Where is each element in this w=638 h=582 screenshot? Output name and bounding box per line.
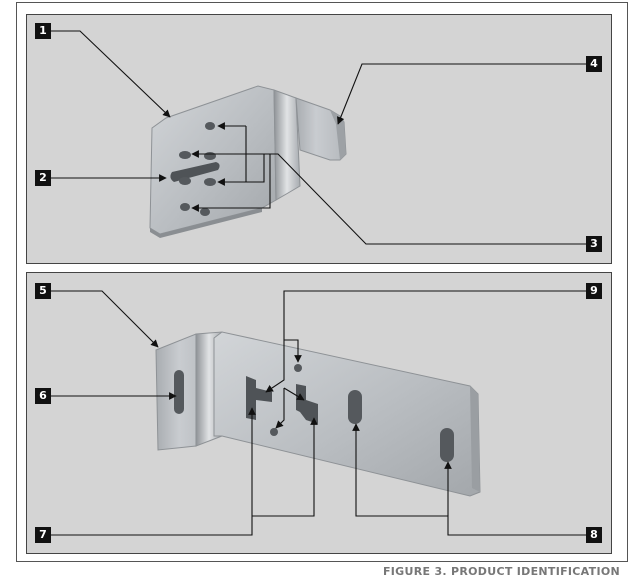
callout-4: 4 — [586, 56, 602, 72]
callout-2: 2 — [35, 170, 51, 186]
leader-1 — [48, 30, 171, 118]
leader-5 — [48, 290, 159, 348]
figure-caption: FIGURE 3. PRODUCT IDENTIFICATION — [382, 565, 620, 578]
angle-bracket — [155, 331, 481, 497]
callout-7: 7 — [35, 527, 51, 543]
callout-5: 5 — [35, 283, 51, 299]
leader-7 — [48, 407, 256, 536]
callout-1: 1 — [35, 23, 51, 39]
callout-8: 8 — [586, 527, 602, 543]
leader-9 — [265, 290, 586, 393]
hook-bracket — [149, 85, 347, 238]
leader-3 — [246, 153, 586, 245]
callout-9: 9 — [586, 283, 602, 299]
leader-4 — [336, 63, 586, 125]
leader-lines — [48, 30, 586, 536]
callout-3: 3 — [586, 236, 602, 252]
callout-6: 6 — [35, 388, 51, 404]
